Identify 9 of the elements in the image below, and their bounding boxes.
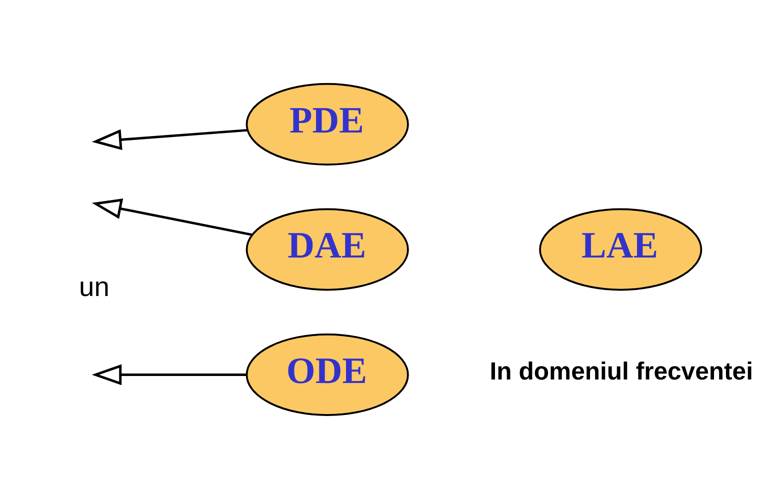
- arrow: [92, 128, 248, 150]
- node-label: In domeniul frecventei: [490, 358, 753, 386]
- arrow: [92, 364, 247, 385]
- node-ellipse: DAE: [246, 208, 409, 290]
- node-ellipse: ODE: [246, 333, 409, 416]
- node-ellipse: LAE: [539, 208, 702, 290]
- label: un: [79, 270, 110, 302]
- arrow: [92, 198, 252, 236]
- node-ellipse: PDE: [246, 82, 409, 165]
